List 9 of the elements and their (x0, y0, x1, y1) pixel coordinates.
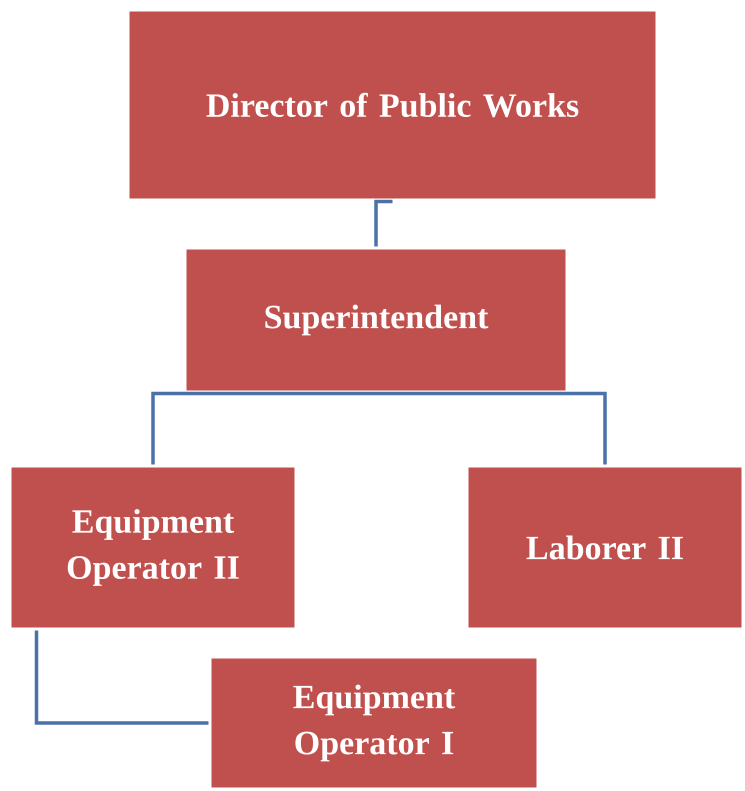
connector-line (34, 630, 208, 725)
org-box: Superintendent (184, 246, 568, 394)
org-box: Equipment Operator II (8, 464, 298, 630)
org-box: Director of Public Works (126, 8, 658, 202)
connector-line (374, 200, 392, 246)
org-box: Laborer II (466, 464, 744, 630)
connector-line (151, 392, 376, 464)
org-box: Equipment Operator I (208, 656, 540, 790)
connector-line (376, 392, 607, 464)
